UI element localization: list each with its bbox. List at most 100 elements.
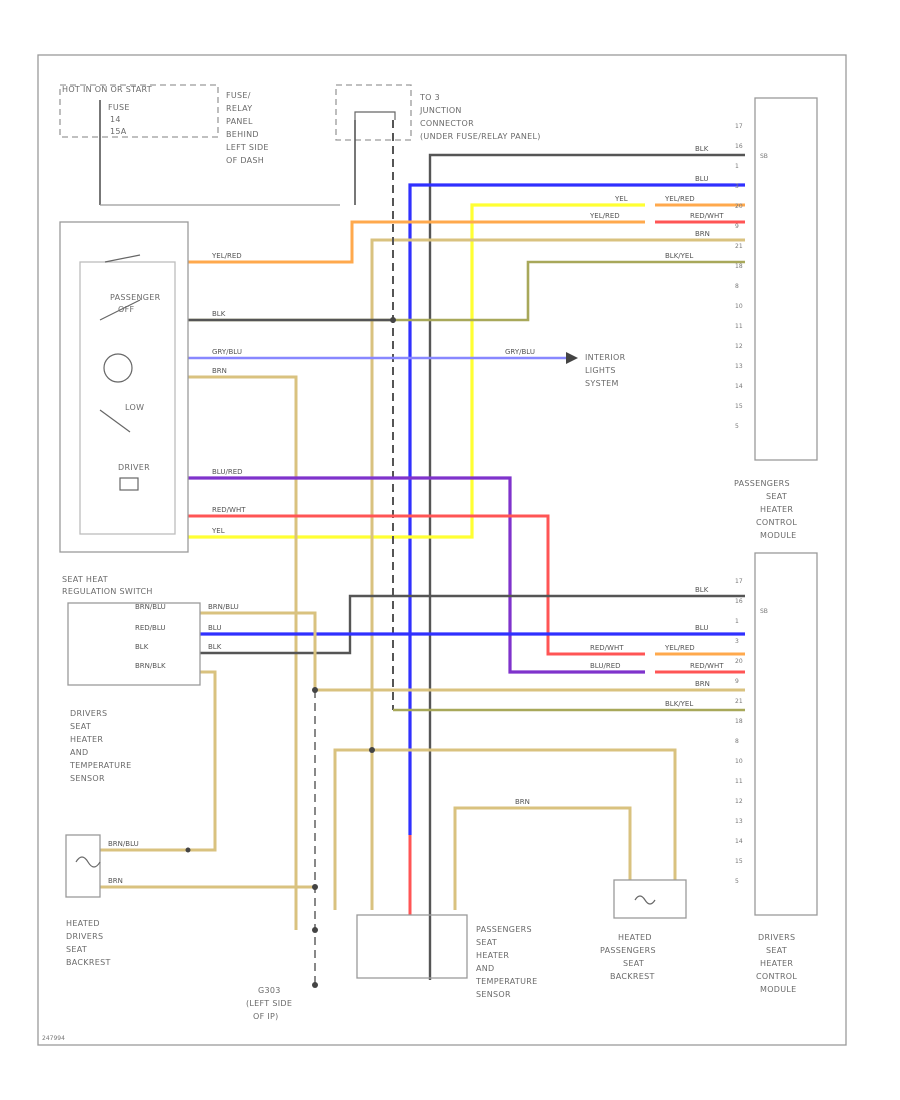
driver-sensor-l2: SEAT	[70, 722, 91, 731]
wire-label: BLU	[208, 624, 221, 632]
pin-number: 1	[735, 163, 739, 170]
pin-number: 10	[735, 303, 743, 310]
pin-number: 8	[735, 283, 739, 290]
wire-brn-blu	[200, 611, 745, 692]
passenger-off-l2: OFF	[118, 305, 134, 314]
wire-label: BLU/RED	[212, 468, 243, 476]
wire-label: BLU	[695, 175, 708, 183]
ground-l2: (LEFT SIDE	[246, 999, 292, 1008]
diagram-frame	[37, 54, 847, 1046]
junction-l4: (UNDER FUSE/RELAY PANEL)	[420, 132, 541, 141]
passenger-module-l5: MODULE	[760, 531, 797, 540]
regulation-l2: REGULATION SWITCH	[62, 587, 153, 596]
node	[390, 317, 396, 323]
driver-sensor-l3: HEATER	[70, 735, 103, 744]
pin-number: 12	[735, 798, 743, 805]
junction-nodes	[185, 317, 396, 988]
wire-label: RED/WHT	[690, 212, 724, 220]
pin-number: 11	[735, 323, 743, 330]
passenger-sensor-l4: AND	[476, 964, 495, 973]
pin-number: 10	[735, 758, 743, 765]
wire-label: RED/WHT	[212, 506, 246, 514]
driver-module-l3: HEATER	[760, 959, 793, 968]
wire-label: BRN/BLU	[108, 840, 139, 848]
driver-sensor-l5: TEMPERATURE	[69, 761, 131, 770]
heated-passenger-l4: BACKREST	[610, 972, 655, 981]
wire-blk-upper	[428, 153, 745, 980]
passenger-sensor-l6: SENSOR	[476, 990, 511, 999]
driver-module-l1: DRIVERS	[758, 933, 795, 942]
pin-number: 1	[735, 618, 739, 625]
wire-label: BRN/BLU	[135, 603, 166, 611]
pin-number: 13	[735, 818, 743, 825]
wire-label: BRN	[212, 367, 227, 375]
seat-heat-switch	[59, 221, 189, 553]
passenger-sensor	[356, 914, 468, 979]
junction-arrow	[354, 111, 396, 120]
pin-number: 9	[735, 223, 739, 230]
heated-passenger-l3: SEAT	[623, 959, 644, 968]
pin-number: 17	[735, 578, 743, 585]
passenger-module-l2: SEAT	[766, 492, 787, 501]
wire-blk-lower	[200, 594, 745, 655]
pin-number: 8	[735, 738, 739, 745]
node	[312, 927, 318, 933]
heated-driver-l2: DRIVERS	[66, 932, 103, 941]
driver-module-l2: SEAT	[766, 946, 787, 955]
fuse-panel-l3: PANEL	[226, 117, 253, 126]
switch-blade	[104, 254, 141, 263]
passenger-module-l4: CONTROL	[756, 518, 797, 527]
wire-label: BLK/YEL	[665, 700, 693, 708]
switch-blade	[99, 299, 141, 321]
pin-number: 16	[735, 143, 743, 150]
pin-number: 13	[735, 363, 743, 370]
pin-number: 17	[735, 123, 743, 130]
pin-number: 14	[735, 383, 743, 390]
seat-heat-switch-inner	[79, 261, 176, 535]
fuse-panel-l1: FUSE/	[226, 91, 251, 100]
wire-yel	[188, 203, 645, 539]
passenger-module-l3: HEATER	[760, 505, 793, 514]
wire-label: BRN/BLU	[208, 603, 239, 611]
arrow-icon	[566, 352, 578, 364]
node	[312, 884, 318, 890]
wire-red-wht	[188, 514, 645, 656]
driver-sensor-l6: SENSOR	[70, 774, 105, 783]
pin-number: 3	[735, 183, 739, 190]
heated-passenger-l1: HEATED	[618, 933, 652, 942]
heated-driver-l3: SEAT	[66, 945, 87, 954]
pin-number: 5	[735, 423, 739, 430]
wire-label: YEL/RED	[664, 644, 695, 652]
low-label: LOW	[125, 403, 144, 412]
wire-blk-yel-upper	[188, 260, 745, 322]
wire-label: YEL	[614, 195, 628, 203]
wire-label: BLK	[212, 310, 226, 318]
driver-label: DRIVER	[118, 463, 150, 472]
driver-sensor-l1: DRIVERS	[70, 709, 107, 718]
pin-number: 15	[735, 858, 743, 865]
wire-label: BLU	[695, 624, 708, 632]
interior-l3: SYSTEM	[585, 379, 619, 388]
driver-indicator	[119, 477, 139, 491]
pin-number: 15	[735, 403, 743, 410]
passenger-backrest	[613, 879, 687, 919]
passenger-module-l1: PASSENGERS	[734, 479, 790, 488]
wire-label: RED/WHT	[590, 644, 624, 652]
pin-number: 14	[735, 838, 743, 845]
wire-label: BRN	[695, 680, 710, 688]
pin-number: 20	[735, 658, 743, 665]
wire-brn-regulation	[188, 670, 217, 852]
wire-label: YEL/RED	[589, 212, 620, 220]
wire-label: BRN/BLK	[135, 662, 166, 670]
heater-element-icon	[75, 856, 101, 868]
pin-number: 21	[735, 243, 743, 250]
pin-number: 18	[735, 263, 743, 270]
heater-element-icon	[634, 895, 656, 905]
interior-l1: INTERIOR	[585, 353, 626, 362]
wire-label: BRN	[108, 877, 123, 885]
fuse-box	[59, 84, 219, 138]
lamp-icon	[103, 353, 133, 383]
wire-label: GRY/BLU	[505, 348, 535, 356]
